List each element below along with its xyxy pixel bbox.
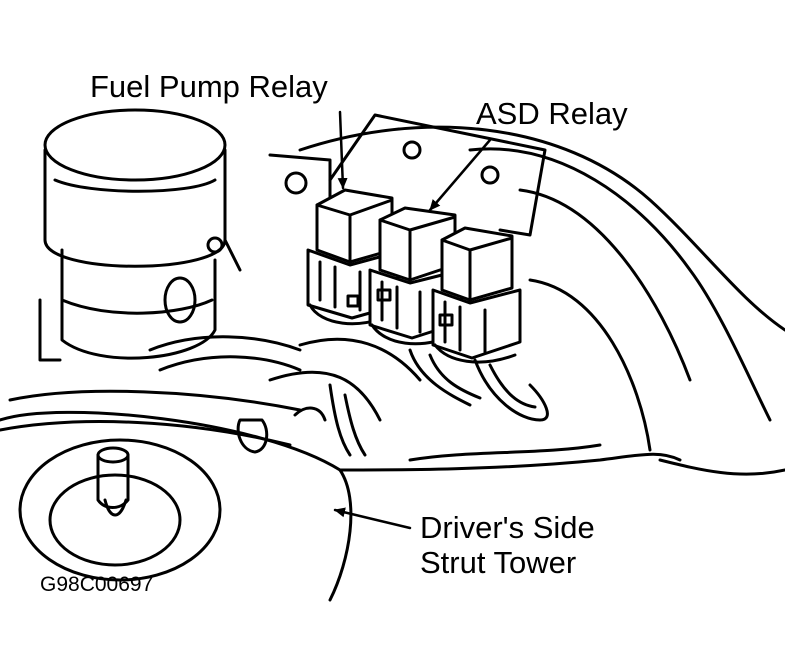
fluid-reservoir [38, 108, 242, 362]
fuel-pump-relay-label: Fuel Pump Relay [90, 69, 328, 104]
asd-relay-label: ASD Relay [476, 96, 628, 131]
strut-tower-label-line2: Strut Tower [420, 545, 577, 580]
fuel-pump-relay-leader [337, 110, 348, 190]
strut-tower [0, 410, 682, 602]
figure-code: G98C00697 [40, 573, 154, 596]
fuel-pump-relay [306, 188, 400, 326]
relay-bracket [268, 113, 547, 237]
asd-relay-leader [428, 138, 492, 212]
strut-tower-label-line1: Driver's Side [420, 510, 595, 545]
third-relay [431, 226, 522, 364]
strut-tower-leader [333, 507, 412, 530]
